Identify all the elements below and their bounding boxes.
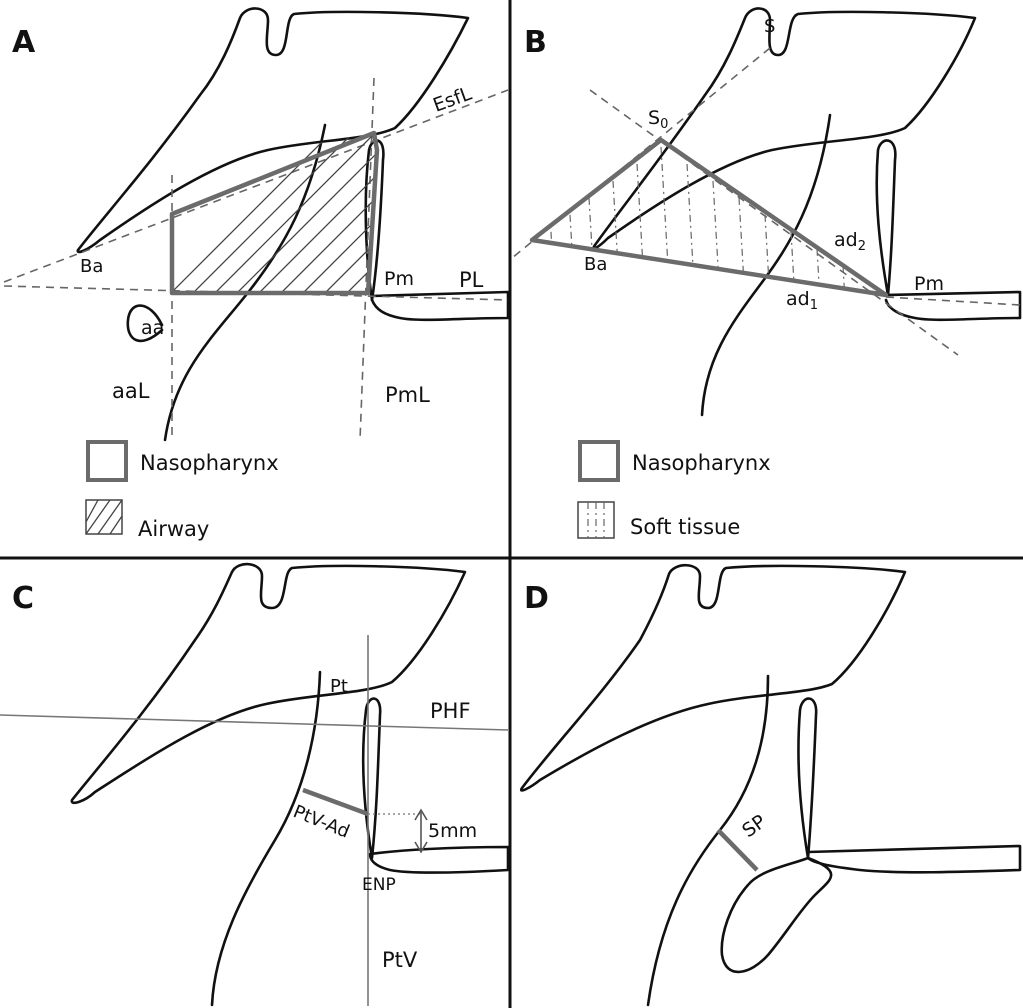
label-s: S bbox=[764, 16, 775, 37]
skull-base-outline bbox=[76, 7, 470, 254]
label-ba-a: Ba bbox=[80, 256, 103, 277]
panel-c: C Pt PHF PtV-Ad 5mm ENP PtV bbox=[0, 562, 510, 1007]
s0-pm-line bbox=[589, 89, 959, 356]
panel-d: D SP bbox=[519, 563, 1022, 1007]
svg-text:S0: S0 bbox=[648, 107, 668, 132]
airway-hatch bbox=[172, 133, 377, 293]
panel-b: B S S0 Ba ad2 ad1 Pm Nasopharynx Soft ti… bbox=[511, 7, 1022, 539]
label-s0-sub: 0 bbox=[660, 117, 668, 132]
legend-label-nasopharynx-b: Nasopharynx bbox=[632, 451, 771, 475]
skull-base-outline-b bbox=[592, 7, 977, 250]
hard-palate-b bbox=[884, 290, 1022, 322]
legend-swatch-nasopharynx-b bbox=[578, 440, 620, 482]
label-ad1-sub: 1 bbox=[810, 298, 818, 313]
label-ad1: ad bbox=[786, 288, 810, 310]
label-pm-b: Pm bbox=[914, 273, 944, 295]
panel-letter-c: C bbox=[12, 581, 34, 616]
legend-soft-tissue-hatch bbox=[587, 502, 605, 538]
tongue-outline bbox=[720, 856, 833, 974]
pharyngeal-wall-c bbox=[210, 670, 322, 1007]
nasopharynx-polygon-a bbox=[169, 130, 380, 296]
legend-label-nasopharynx-a: Nasopharynx bbox=[140, 451, 279, 475]
legend-label-airway: Airway bbox=[138, 517, 209, 541]
label-pl: PL bbox=[459, 268, 484, 292]
hard-palate bbox=[370, 290, 510, 322]
label-ptv-ad: PtV-Ad bbox=[290, 801, 352, 842]
label-ad2-sub: 2 bbox=[858, 239, 866, 254]
label-ptv: PtV bbox=[382, 948, 418, 972]
panel-letter-b: B bbox=[524, 25, 547, 60]
legend-swatch-nasopharynx-a bbox=[86, 440, 128, 482]
5mm-arrow-head-bottom bbox=[414, 841, 428, 854]
soft-palate bbox=[364, 139, 385, 302]
label-ba-b: Ba bbox=[584, 254, 607, 275]
soft-palate-b bbox=[875, 139, 897, 297]
svg-text:ad1: ad1 bbox=[786, 288, 818, 313]
svg-text:ad2: ad2 bbox=[834, 229, 866, 254]
atlas-outline bbox=[126, 304, 164, 343]
pharyngeal-wall-b bbox=[700, 113, 832, 417]
skull-base-outline-c bbox=[70, 562, 467, 805]
panel-letter-d: D bbox=[524, 581, 549, 616]
pml-line bbox=[359, 77, 375, 441]
label-pt: Pt bbox=[330, 676, 348, 697]
hard-palate-c bbox=[368, 845, 510, 874]
label-s0: S bbox=[648, 107, 660, 129]
soft-palate-c bbox=[361, 697, 382, 860]
pm-line-b bbox=[885, 296, 1021, 306]
label-ad2: ad bbox=[834, 229, 858, 251]
legend-swatch-airway bbox=[85, 499, 123, 535]
esfl-line bbox=[3, 89, 509, 283]
panel-a: A EsfL Ba Pm PL aa aaL PmL Nasopharynx bbox=[3, 7, 510, 541]
label-sp: SP bbox=[738, 811, 770, 843]
hard-palate-d bbox=[806, 844, 1022, 874]
soft-palate-d bbox=[797, 697, 818, 860]
legend-airway-hatch bbox=[85, 499, 123, 535]
label-5mm: 5mm bbox=[428, 820, 477, 842]
nasopharynx-triangle-b bbox=[529, 137, 889, 298]
skull-base-outline-d bbox=[519, 563, 907, 792]
label-aa: aa bbox=[141, 317, 164, 339]
sp-segment bbox=[716, 828, 759, 872]
legend-label-soft-tissue: Soft tissue bbox=[630, 515, 740, 539]
panel-letter-a: A bbox=[12, 25, 36, 60]
5mm-arrow-head-top bbox=[414, 808, 428, 821]
label-phf: PHF bbox=[430, 699, 471, 723]
label-aal: aaL bbox=[112, 379, 150, 403]
label-enp: ENP bbox=[362, 875, 396, 895]
phf-line bbox=[0, 714, 509, 731]
label-pml: PmL bbox=[385, 383, 430, 407]
ptv-ad-segment bbox=[302, 787, 369, 817]
pharyngeal-wall bbox=[163, 123, 327, 442]
label-pm-a: Pm bbox=[384, 268, 414, 290]
